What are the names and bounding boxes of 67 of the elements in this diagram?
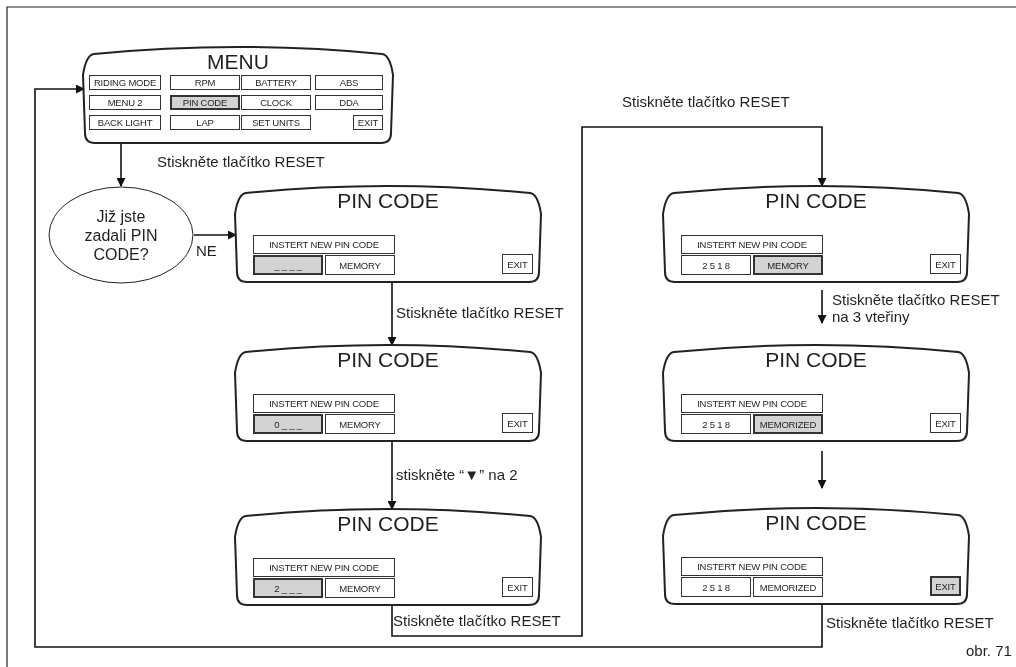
question-text: Již jste zadali PIN CODE?: [83, 206, 159, 264]
edge-label: Stiskněte tlačítko RESET: [396, 304, 564, 321]
display-field: MENU 2: [89, 95, 161, 110]
decision-ellipse: [48, 186, 194, 284]
display-field: MEMORY: [325, 255, 395, 275]
screen-title: MENU: [206, 51, 270, 73]
screen-title: PIN CODE: [764, 190, 868, 212]
arrow: [387, 440, 397, 510]
display-field: SET UNITS: [241, 115, 311, 130]
display-screen: [660, 343, 972, 441]
display-field: EXIT: [930, 254, 961, 274]
display-screen: [232, 507, 544, 605]
arrow: [391, 126, 827, 637]
display-field: 2 5 1 8: [681, 577, 751, 597]
highlighted-display-field: 2 _ _ _: [253, 578, 323, 598]
display-field: EXIT: [353, 115, 383, 130]
display-field: EXIT: [502, 254, 533, 274]
figure-caption: obr. 71: [966, 642, 1012, 659]
arrow: [817, 450, 827, 489]
highlighted-display-field: _ _ _ _: [253, 255, 323, 275]
display-field: RPM: [170, 75, 240, 90]
screen-title: PIN CODE: [336, 513, 440, 535]
display-field: EXIT: [930, 413, 961, 433]
screen-title: PIN CODE: [336, 190, 440, 212]
display-field: MEMORY: [325, 414, 395, 434]
display-screen: [80, 45, 396, 143]
arrow: [817, 289, 827, 324]
display-field: INSTERT NEW PIN CODE: [253, 235, 395, 254]
display-field: INSTERT NEW PIN CODE: [681, 557, 823, 576]
edge-label: stiskněte “▼” na 2: [396, 466, 518, 483]
display-field: DDA: [315, 95, 383, 110]
display-screen: [660, 506, 972, 604]
display-field: RIDING MODE: [89, 75, 161, 90]
arrow: [193, 230, 237, 240]
display-field: EXIT: [502, 577, 533, 597]
display-field: INSTERT NEW PIN CODE: [681, 235, 823, 254]
edge-label: Stiskněte tlačítko RESET: [826, 614, 994, 631]
arrow: [116, 142, 126, 187]
highlighted-display-field: PIN CODE: [170, 95, 240, 110]
highlighted-display-field: MEMORIZED: [753, 414, 823, 434]
display-field: BACK LIGHT: [89, 115, 161, 130]
highlighted-display-field: EXIT: [930, 576, 961, 596]
highlighted-display-field: 0 _ _ _: [253, 414, 323, 434]
screen-title: PIN CODE: [764, 349, 868, 371]
display-field: 2 5 1 8: [681, 414, 751, 434]
display-field: EXIT: [502, 413, 533, 433]
display-field: CLOCK: [241, 95, 311, 110]
display-field: BATTERY: [241, 75, 311, 90]
instruction-text: Stiskněte tlačítko RESET: [622, 93, 790, 110]
display-field: MEMORY: [325, 578, 395, 598]
display-field: 2 5 1 8: [681, 255, 751, 275]
display-field: INSTERT NEW PIN CODE: [253, 558, 395, 577]
highlighted-display-field: MEMORY: [753, 255, 823, 275]
display-field: ABS: [315, 75, 383, 90]
arrow: [34, 84, 823, 648]
arrow: [387, 281, 397, 346]
display-field: LAP: [170, 115, 240, 130]
edge-label: Stiskněte tlačítko RESET: [393, 612, 561, 629]
display-screen: [232, 184, 544, 282]
screen-title: PIN CODE: [336, 349, 440, 371]
display-screen: [232, 343, 544, 441]
display-field: MEMORIZED: [753, 577, 823, 597]
display-screen: [660, 184, 972, 282]
edge-label: Stiskněte tlačítko RESET: [157, 153, 325, 170]
display-field: INSTERT NEW PIN CODE: [681, 394, 823, 413]
display-field: INSTERT NEW PIN CODE: [253, 394, 395, 413]
screen-title: PIN CODE: [764, 512, 868, 534]
